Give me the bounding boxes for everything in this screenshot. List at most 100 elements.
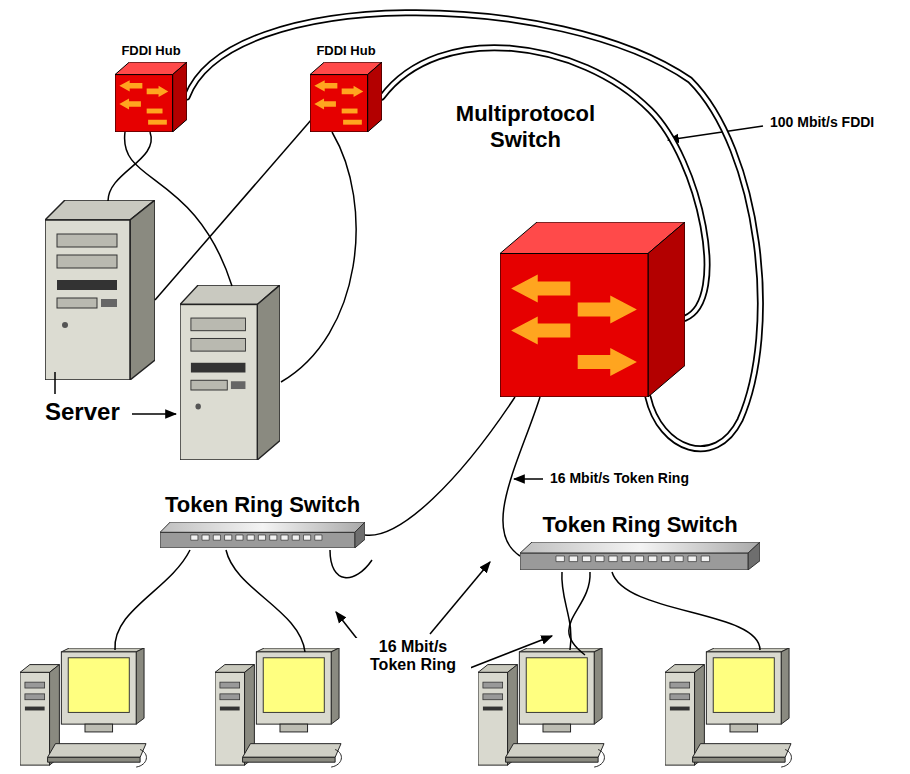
network-cable [569,572,590,655]
fddi-ring-cable [187,13,760,449]
switch-box [292,535,299,540]
network-cable [330,550,372,578]
switch-box [520,542,760,570]
workstation [20,648,146,767]
device-cube [648,222,685,397]
switch-box [247,535,254,540]
leader-line [514,478,543,480]
token-ring-switch: Token Ring Switch [520,542,760,570]
switch-box [236,535,243,540]
fddi-hub: FDDI Hub [115,62,187,132]
network-cable [612,572,760,650]
token-ring-cable [503,397,540,556]
server-label: Server [43,398,122,426]
switch-box [582,556,590,562]
switch-box [315,535,322,540]
device-cube [578,296,637,324]
link-speed-label: 100 Mbit/s FDDI [768,114,876,130]
leader-line [470,636,552,668]
device-cube [147,109,163,114]
device-cube [147,86,169,97]
network-cable [226,550,305,652]
device-cube [115,75,173,132]
token-ring-switch: Token Ring Switch [160,522,365,548]
device-cube [342,86,364,97]
workstation [665,648,791,767]
switch-box [202,535,209,540]
switch-box [648,556,656,562]
device-cube [314,80,337,91]
device-cube [500,222,685,397]
device-cube [119,80,142,91]
switch-box [191,535,198,540]
switch-box [258,535,265,540]
device-cube [343,120,362,125]
device-cube [511,317,570,345]
fddi-ring-cable [187,13,760,449]
workstation [215,648,341,767]
device-cube [314,98,336,109]
switch-box [225,535,232,540]
device-cube [148,120,167,125]
switch-box [270,535,277,540]
switch-box [622,556,630,562]
device-cube [173,62,187,132]
device-cube [368,62,382,132]
link-speed-label: 16 Mbit/s Token Ring [548,470,691,486]
switch-box [304,535,311,540]
switch-box [662,556,670,562]
device-cube [119,98,141,109]
leader-line [132,413,176,415]
token-ring-cable [365,397,515,535]
switch-box [556,556,564,562]
device-cube [500,254,648,398]
switch-box [675,556,683,562]
leader-line [668,126,763,140]
switch-box [281,535,288,540]
server-tower [45,200,155,380]
leader-line [336,612,358,640]
switch-box [635,556,643,562]
network-cable [115,550,190,650]
multiprotocol-switch: Multiprotocol Switch [500,222,685,397]
network-cable [155,112,318,300]
device-label: FDDI Hub [316,44,375,59]
server-tower [180,285,280,460]
device-label: Token Ring Switch [165,492,360,517]
network-cable [125,132,232,286]
fddi-ring-cable [187,13,760,449]
device-label: Token Ring Switch [542,512,737,537]
device-cube [511,275,570,303]
token-ring-cable [365,397,515,535]
device-label: FDDI Hub [121,44,180,59]
device-cube [578,348,637,376]
switch-box [569,556,577,562]
device-cube [310,62,382,132]
device-cube [310,75,368,132]
leader-line [55,126,763,668]
switch-box [213,535,220,540]
network-cable [281,132,356,382]
switch-box [160,522,365,548]
token-ring-cable [503,397,540,556]
network-cable [108,112,760,655]
fddi-hub: FDDI Hub [310,62,382,132]
switch-box [160,522,365,532]
workstation [478,648,604,767]
switch-box [520,542,760,553]
device-label: Multiprotocol Switch [426,101,626,152]
switch-box [596,556,604,562]
device-cube [342,109,358,114]
switch-box [688,556,696,562]
leader-line [54,372,56,394]
switch-box [609,556,617,562]
network-cable [108,132,151,201]
device-cube [115,62,187,132]
switch-box [520,553,748,570]
switch-box [748,542,760,570]
switch-box [701,556,709,562]
switch-box [160,532,355,548]
switch-box [355,522,365,548]
leader-line [430,562,490,634]
